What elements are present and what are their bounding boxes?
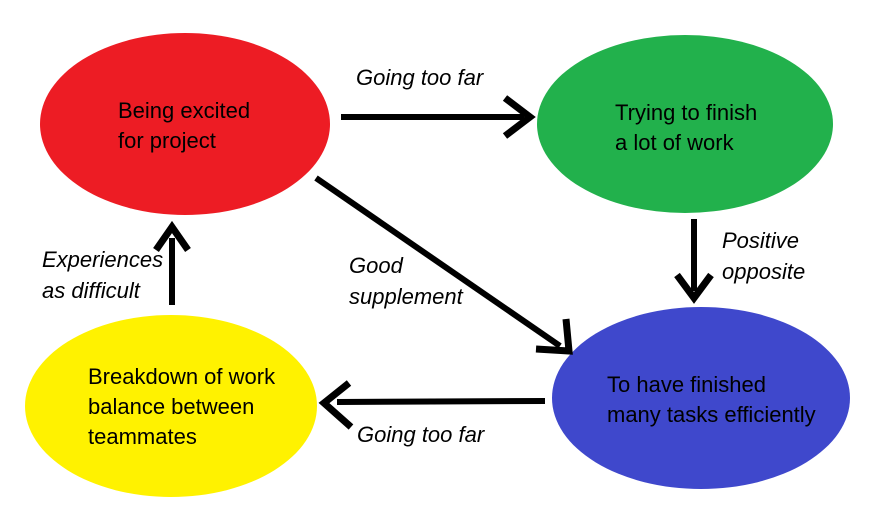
edge-label-going-too-far-top: Going too far	[356, 65, 484, 90]
arrow-finished-to-breakdown	[318, 380, 546, 430]
edge-label-good-supplement: Good supplement	[349, 253, 463, 309]
edge-label-positive-opposite: Positive opposite	[722, 228, 806, 284]
arrow-excited-to-finished	[314, 175, 573, 355]
node-excited-ellipse	[40, 33, 330, 215]
node-trying-ellipse	[537, 35, 833, 213]
arrow-breakdown-to-excited	[153, 220, 191, 305]
node-excited-label: Being excited for project	[118, 98, 251, 153]
node-breakdown-ellipse	[25, 315, 317, 497]
node-breakdown-label: Breakdown of work balance between teamma…	[88, 364, 276, 449]
arrow-excited-to-trying	[341, 95, 536, 139]
edge-label-going-too-far-bottom: Going too far	[357, 422, 485, 447]
node-trying-label: Trying to finish a lot of work	[615, 100, 758, 155]
arrow-trying-to-finished	[674, 219, 714, 304]
node-finished-ellipse	[552, 307, 850, 489]
node-finished-label: To have finished many tasks efficiently	[607, 372, 816, 427]
edge-label-experiences-as-difficult: Experiences as difficult	[42, 247, 164, 303]
